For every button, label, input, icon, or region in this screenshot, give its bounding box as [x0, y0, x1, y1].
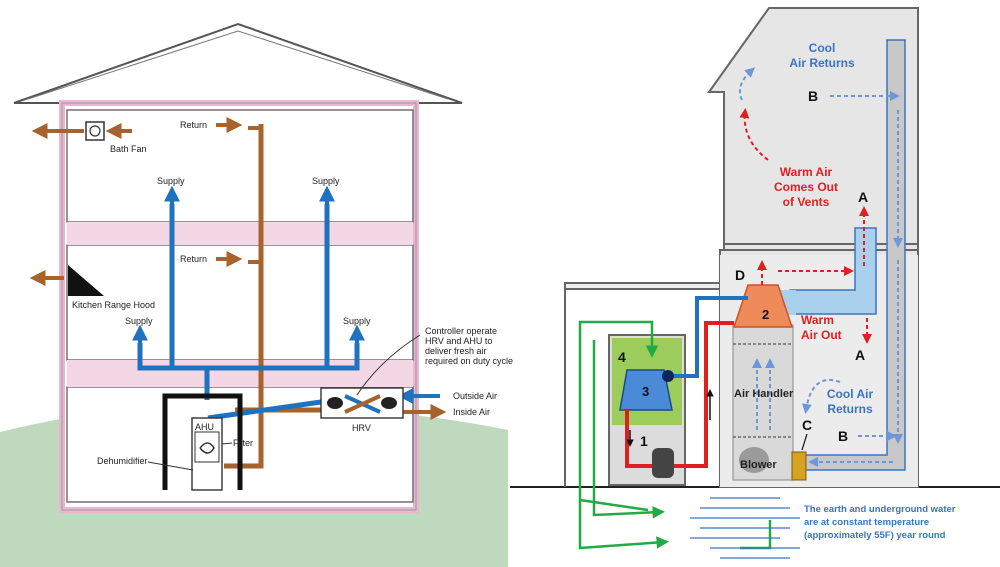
coil-2-label: 2 [762, 307, 769, 322]
supply-right-mid-label: Supply [343, 316, 371, 326]
supply-ducts [137, 204, 360, 421]
range-hood-icon [68, 265, 104, 296]
pump-1 [652, 448, 674, 478]
compressor-3-label: 3 [642, 384, 649, 399]
box-4-label: 4 [618, 349, 626, 365]
blower-icon [739, 447, 769, 473]
water-lines [690, 497, 800, 559]
filter-c [791, 451, 807, 481]
coil-2 [732, 284, 794, 328]
roof [13, 22, 463, 104]
b-top-label: B [808, 88, 818, 104]
bath-fan-icon [85, 121, 105, 141]
blower-label: Blower [740, 459, 777, 471]
outside-air-label: Outside Air [453, 391, 497, 401]
a-top-label: A [858, 189, 868, 205]
compressor-3 [619, 369, 673, 411]
return-duct [224, 124, 264, 469]
left-house: Bath Fan Kitchen Range Hood Return Retur… [0, 22, 513, 567]
return-top-label: Return [180, 120, 207, 130]
dehumidifier-label: Dehumidifier [97, 456, 148, 466]
inside-air-label: Inside Air [453, 407, 490, 417]
a-bottom-label: A [855, 347, 865, 363]
bath-fan-label: Bath Fan [110, 144, 147, 154]
supply-right-top-label: Supply [312, 176, 340, 186]
return-mid-label: Return [180, 254, 207, 264]
ground-loop [578, 320, 654, 512]
filter-label: Filter [233, 438, 253, 448]
air-handler-label: Air Handler [734, 388, 794, 400]
d-label: D [735, 267, 745, 283]
c-label: C [802, 417, 812, 433]
supply-left-mid-label: Supply [125, 316, 153, 326]
supply-left-top-label: Supply [157, 176, 185, 186]
controller-note: Controller operate HRV and AHU to delive… [425, 326, 513, 366]
pump-1-label: 1 [640, 433, 648, 449]
warm-line [625, 321, 734, 468]
floor-upper [66, 109, 414, 223]
hrv-label: HRV [352, 423, 371, 433]
cool-line [668, 296, 748, 378]
kitchen-hood-label: Kitchen Range Hood [72, 300, 155, 310]
b-bottom-label: B [838, 428, 848, 444]
ahu-label: AHU [195, 422, 214, 432]
